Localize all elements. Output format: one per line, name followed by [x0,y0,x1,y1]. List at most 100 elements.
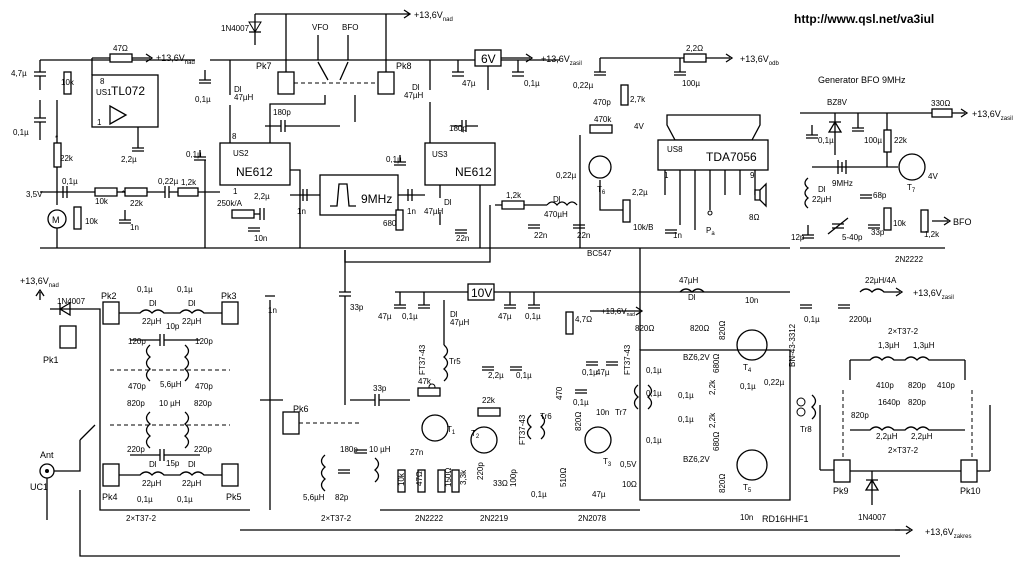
rail-zasil-top: +13,6Vzasil [541,54,582,67]
t1-label: T1 [447,425,456,436]
c01-pa-f: 0,1µ [740,382,756,391]
dl-bpf3: Dl [149,460,157,469]
bz8v: BZ8V [827,98,848,107]
r22-ohm: 2,2Ω [686,44,703,53]
l22-lpf-a: 2,2µH [876,432,898,441]
c820-b: 820p [194,399,212,408]
r680-pa-a: 680Ω [712,354,721,373]
ft37-pa: FT37-43 [623,344,632,375]
r10kb: 10k/B [633,223,653,232]
r47b-rx: 4,7Ω [575,315,592,324]
t3-icon [584,426,612,454]
pin8b: 8 [232,132,237,141]
c01-bpf2: 0,1µ [177,285,193,294]
dl-a: Dl [234,85,242,94]
c01-bfo: 0,1µ [818,136,834,145]
c1640: 1640p [878,398,901,407]
us3-label: US3 [432,150,448,159]
pin8a: 8 [100,77,105,86]
l10-rx: 10 µH [369,445,391,454]
spk-label: 8Ω [749,213,759,222]
dl-bpf4: Dl [188,460,196,469]
tda-pin1: 1 [664,171,669,180]
c15p: 15p [166,459,180,468]
l22-bfo: 22µH [812,195,832,204]
url-text[interactable]: http://www.qsl.net/va3iul [794,12,934,26]
v4-bfo: 4V [928,172,938,181]
t5-label: T5 [743,483,752,494]
r12k-bfo: 1,2k [924,230,940,239]
tda7056-label: TDA7056 [706,150,757,164]
c01-pa: 0,1µ [804,315,820,324]
t2-icon [470,426,498,454]
c820-lpf-c: 820p [851,411,869,420]
t6-icon [588,155,612,179]
c2200: 2200µ [849,315,872,324]
c10p: 10p [166,322,180,331]
c47-rx-a: 47µ [378,312,392,321]
c10n-pa-a: 10n [745,296,758,305]
l13-b: 1,3µH [913,341,935,350]
l56-bpf: 5,6µH [160,380,182,389]
reg-10v: 10V [471,286,492,300]
r10k-b: 10k [85,217,99,226]
r33-rx: 33Ω [493,479,508,488]
t37-rx: 2×T37-2 [321,514,352,523]
uc1-label: UC1 [30,482,48,492]
c22u-a: 2,2µ [121,155,137,164]
r10-rx: 10Ω [622,480,637,489]
c33-bfo: 33p [871,228,885,237]
tr7-label: Tr7 [615,408,627,417]
r820-pa-b: 820Ω [690,324,709,333]
tr6-label: Tr6 [540,412,552,421]
c1n-bpf: 1n [268,306,277,315]
r10k-rx: 10k [397,472,406,486]
reg-6v: 6V [481,52,496,66]
c01-rx-d: 0,1µ [582,368,598,377]
t1-icon [421,414,449,442]
c01-pa-a: 0,1µ [646,366,662,375]
c820-lpf-a: 820p [908,381,926,390]
l10-bpf: 10 µH [159,399,181,408]
c820-lpf-b: 820p [908,398,926,407]
filter-9mhz: 9MHz [361,192,392,206]
t4-label: T4 [743,363,752,374]
r330: 330Ω [931,99,950,108]
c022-b: 0,22µ [573,81,594,90]
pk9-label: Pk9 [833,486,849,496]
c01-bpf4: 0,1µ [177,495,193,504]
c22u-c: 2,2µ [632,188,648,197]
l47-b: 47µH [404,91,424,100]
bn43: BN-43-3312 [788,323,797,367]
dl-b: Dl [412,83,420,92]
c47-rx-b: 47µ [498,312,512,321]
r22k-bfo: 22k [894,136,908,145]
rail-odb: +13,6Vodb [740,54,779,67]
c10n-pa-b: 10n [740,513,753,522]
c82-rx: 82p [335,493,349,502]
c10n-a: 10n [254,234,267,243]
bfo-type: 2N2222 [895,255,924,264]
c01-a: 0,1µ [13,128,29,137]
c120-b: 120p [195,337,213,346]
dl-pa: Dl [688,293,696,302]
pa-label: Pa [706,226,715,237]
l13-a: 1,3µH [878,341,900,350]
r22k-b: 22k [130,199,144,208]
v35: 3,5V [26,190,43,199]
c410-b: 410p [937,381,955,390]
c22u-rx: 2,2µ [488,371,504,380]
r22k-pa-a: 2,2k [708,379,717,395]
c01-b: 0,1µ [62,177,78,186]
pk1-label: Pk1 [43,355,59,365]
r510: 510Ω [559,468,568,487]
n2222: 2N2222 [415,514,444,523]
c01-rx-a: 0,1µ [402,312,418,321]
pk3-label: Pk3 [221,291,237,301]
c470-a: 470p [128,382,146,391]
l47-rx: 47µH [450,318,470,327]
ne612a-label: NE612 [236,165,273,179]
r12k-top: 1,2k [506,191,522,200]
r10k-a: 10k [61,78,75,87]
dl-470: Dl [553,195,561,204]
